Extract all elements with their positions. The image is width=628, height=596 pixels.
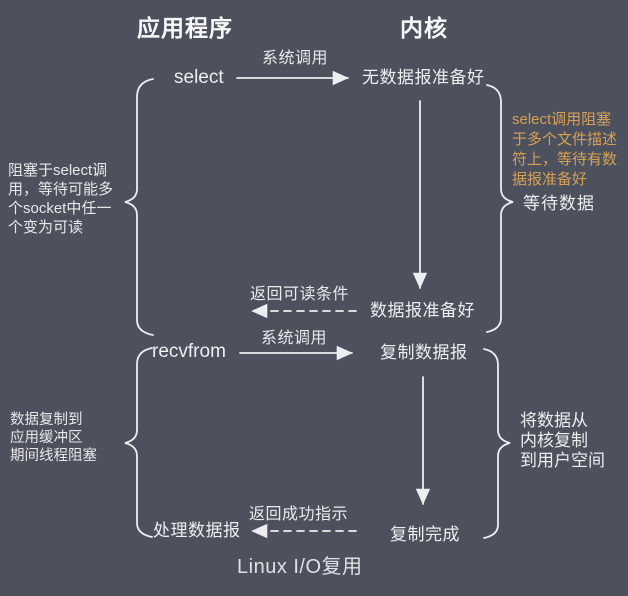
note-copy-kernel-to-user: 将数据从 内核复制 到用户空间: [520, 411, 605, 470]
note-thread-blocked-during-copy: 数据复制到 应用缓冲区 期间线程阻塞: [10, 412, 97, 464]
return-readable-label: 返回可读条件: [250, 286, 350, 303]
return-success-label: 返回成功指示: [249, 506, 349, 523]
node-copy-complete: 复制完成: [390, 525, 460, 544]
left-brace-select-phase: [124, 78, 154, 336]
header-kernel: 内核: [400, 15, 448, 41]
left-brace-copy-phase: [124, 347, 153, 538]
note-select-blocks-orange: select调用阻塞 于多个文件描述 符上，等待有数 据报准备好: [512, 111, 618, 188]
right-brace-copy-phase: [483, 348, 511, 539]
syscall-label-recvfrom: 系统调用: [261, 330, 328, 347]
node-no-datagram-ready: 无数据报准备好: [362, 68, 485, 87]
note-wait-for-data: 等待数据: [523, 194, 595, 213]
right-brace-wait-phase: [486, 84, 514, 333]
node-process-datagram: 处理数据报: [153, 521, 241, 540]
diagram-title: Linux I/O复用: [237, 556, 363, 578]
node-datagram-ready: 数据报准备好: [370, 301, 475, 320]
header-application: 应用程序: [137, 15, 233, 41]
node-copy-datagram: 复制数据报: [380, 343, 468, 362]
note-blocked-on-select: 阻塞于select调 用，等待可能多 个socket中任一 个变为可读: [8, 162, 114, 236]
syscall-label-select: 系统调用: [262, 50, 329, 67]
select-call-label: select: [174, 67, 224, 88]
recvfrom-call-label: recvfrom: [152, 341, 226, 362]
